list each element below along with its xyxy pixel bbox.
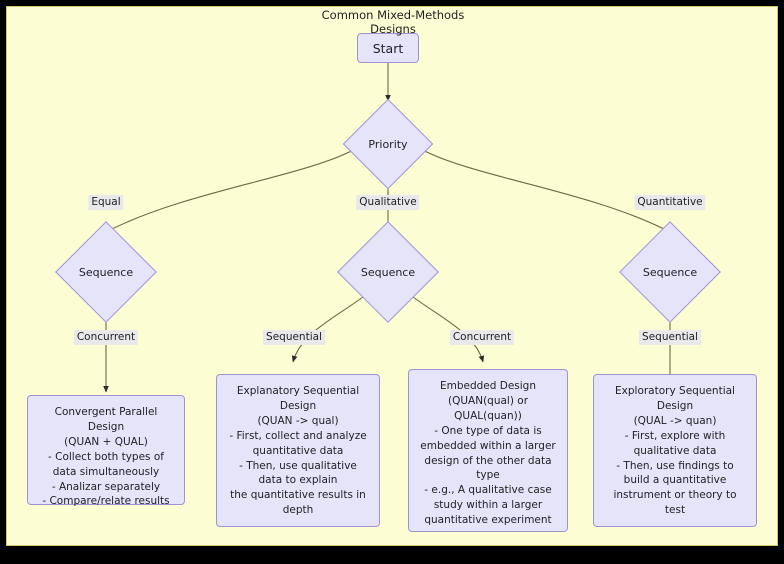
terminal-text-line: study within a larger — [433, 499, 543, 512]
terminal-text-line: (QUAN + QUAL) — [64, 435, 148, 448]
edge-label-equal: Equal — [88, 195, 124, 210]
terminal-text-line: data simultaneously — [52, 465, 160, 478]
terminal-text-line: - Collect both types of — [48, 450, 164, 463]
diagram-title-line1: Common Mixed-Methods — [321, 8, 465, 22]
node-sequence-right[interactable]: Sequence — [619, 221, 721, 323]
terminal-text-line: Explanatory Sequential — [236, 385, 360, 397]
terminal-text-line: Exploratory Sequential — [615, 385, 735, 397]
terminal-text-line: - e.g., A qualitative case — [424, 484, 552, 497]
terminal-text-line: the quantitative results in — [230, 489, 366, 502]
terminal-text-line: - One type of data is — [434, 424, 542, 437]
terminal-text-line: Convergent Parallel Design — [54, 406, 158, 433]
edge-priority-sequence-right — [416, 146, 671, 233]
node-sequence-right-label: Sequence — [642, 265, 698, 279]
edge-label-concurrent-mid: Concurrent — [449, 330, 515, 345]
node-sequence-left-label: Sequence — [78, 265, 134, 279]
edge-label-sequential-right: Sequential — [639, 330, 701, 345]
node-convergent-parallel-design[interactable]: Convergent Parallel Design (QUAN + QUAL) -… — [27, 395, 185, 507]
edge-sequence-mid-embedded — [408, 293, 485, 363]
terminal-text-line: (QUAN -> qual) — [257, 414, 339, 427]
node-sequence-left[interactable]: Sequence — [55, 221, 157, 323]
terminal-text-line: Embedded Design — [439, 380, 537, 392]
edge-label-sequential-mid: Sequential — [263, 330, 325, 345]
terminal-text-line: - Then, use findings to — [616, 459, 734, 472]
terminal-text-line: data to explain — [258, 474, 338, 487]
node-embedded-design[interactable]: Embedded Design (QUAN(qual) or QUAL(quan))… — [408, 369, 568, 532]
edge-label-quantitative: Quantitative — [634, 195, 706, 210]
terminal-text-line: type — [476, 469, 500, 482]
terminal-text-line: - First, explore with — [624, 429, 726, 442]
terminal-text-line: quantitative data — [252, 444, 344, 457]
terminal-text-line: depth — [282, 504, 314, 517]
terminal-text-line: design of the other data — [424, 454, 552, 467]
terminal-text-line: - Compare/relate results — [42, 495, 170, 508]
terminal-text-line: test — [664, 504, 686, 517]
terminal-text-line: qualitative data — [633, 444, 717, 457]
terminal-text-line: quantitative experiment — [424, 514, 552, 527]
edge-sequence-mid-explanatory — [291, 293, 368, 363]
terminal-text-line: Design — [279, 399, 317, 412]
node-priority-label: Priority — [368, 137, 408, 151]
terminal-text-line: (QUAN(qual) or — [447, 394, 529, 407]
diagram-title: Common Mixed-Methods Designs — [7, 7, 777, 36]
terminal-text-line: build a quantitative — [623, 474, 727, 487]
terminal-text-line: embedded within a larger — [420, 439, 556, 452]
diagram-title-line2: Designs — [370, 22, 416, 36]
terminal-text-line: - Then, use qualitative — [239, 459, 357, 472]
diagram-canvas: Common Mixed-Methods Designs Start — [6, 6, 778, 546]
terminal-text-line: Design — [656, 399, 694, 412]
edge-label-qualitative: Qualitative — [356, 195, 420, 210]
edge-label-concurrent-left: Concurrent — [73, 330, 139, 345]
node-priority[interactable]: Priority — [342, 98, 434, 190]
terminal-text-line: - First, collect and analyze — [229, 429, 367, 442]
node-sequence-mid[interactable]: Sequence — [337, 221, 439, 323]
terminal-text-line: instrument or theory to — [613, 489, 737, 502]
terminal-text-line: - Analizar separately — [51, 480, 161, 493]
node-start[interactable]: Start — [357, 33, 419, 63]
edge-priority-sequence-left — [105, 146, 360, 233]
terminal-text-line: QUAL(quan)) — [454, 409, 522, 422]
node-sequence-mid-label: Sequence — [360, 265, 416, 279]
node-start-label: Start — [372, 40, 404, 56]
terminal-text-line: (QUAL -> quan) — [633, 414, 717, 427]
